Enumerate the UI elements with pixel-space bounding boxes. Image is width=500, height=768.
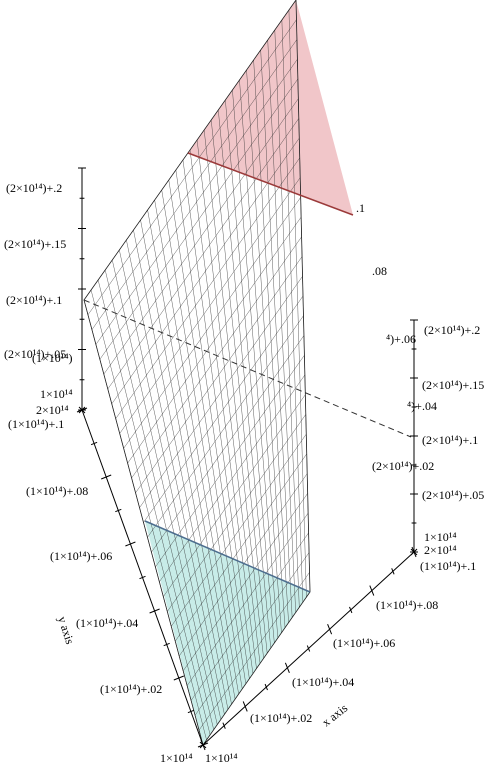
mesh-line-v bbox=[87, 19, 297, 315]
mesh-line-v bbox=[131, 236, 302, 479]
contour-lines bbox=[83, 152, 412, 593]
plane-outline bbox=[83, 0, 311, 746]
y-axis-tick bbox=[115, 508, 122, 513]
z-right-tick-label: 2×10¹⁴ bbox=[424, 543, 457, 557]
region-high-fill bbox=[188, 0, 353, 215]
region-low-fill bbox=[145, 521, 310, 745]
y-axis-tick bbox=[187, 709, 195, 714]
axis-origin-marker bbox=[199, 741, 207, 749]
mesh-line-v bbox=[95, 59, 298, 345]
plane-edge-label: ⁴)+.04 bbox=[407, 399, 437, 413]
y-axis-title: y axis bbox=[55, 615, 77, 647]
contour-line-mid bbox=[83, 299, 412, 438]
contour-line-high bbox=[187, 152, 354, 216]
z-right-tick-label: 1×10¹⁴ bbox=[424, 530, 457, 544]
plane-edge-label: (1×10¹⁴) bbox=[32, 351, 73, 365]
mesh-line-v bbox=[135, 256, 303, 493]
surface-region-fills bbox=[145, 0, 353, 745]
x-tick-label: (1×10¹⁴)+.06 bbox=[333, 636, 395, 650]
z-right-tick-label: (2×10¹⁴)+.05 bbox=[422, 488, 484, 502]
x-tick-label: 1×10¹⁴ bbox=[160, 751, 193, 765]
y-tick-label: (1×10¹⁴)+.08 bbox=[26, 484, 88, 498]
x-axis-tick bbox=[284, 662, 290, 673]
mesh-line-u bbox=[267, 39, 296, 613]
x-axis-tick bbox=[327, 624, 333, 635]
plane-edge-label: .08 bbox=[372, 264, 387, 278]
x-axis-tick bbox=[391, 568, 395, 575]
axis-origin-marker bbox=[410, 548, 418, 556]
x-axis-tick bbox=[306, 645, 311, 652]
surface-mesh bbox=[83, 0, 311, 746]
y-tick-label: (1×10¹⁴)+.02 bbox=[100, 682, 162, 696]
mesh-line-u bbox=[274, 29, 300, 608]
contour-line-low bbox=[144, 520, 311, 593]
y-tick-label: (1×10¹⁴)+.1 bbox=[8, 417, 64, 431]
z-left-tick-label: (2×10¹⁴)+.2 bbox=[6, 181, 62, 195]
y-axis-tick bbox=[139, 575, 146, 580]
mesh-line-v bbox=[119, 177, 301, 434]
z-left-tick-label: (2×10¹⁴)+.1 bbox=[6, 293, 62, 307]
tick-labels: 1×10¹⁴ (1×10¹⁴)+.02 (1×10¹⁴)+.04 (1×10¹⁴… bbox=[4, 181, 484, 765]
z-left-tick-label: (2×10¹⁴)+.15 bbox=[4, 237, 66, 251]
mesh-line-v bbox=[111, 137, 300, 404]
mesh-line-v bbox=[139, 276, 303, 508]
x-axis-tick bbox=[242, 701, 248, 712]
z-left-tick-label: 2×10¹⁴ bbox=[36, 403, 69, 417]
z-right-tick-label: (2×10¹⁴)+.1 bbox=[422, 433, 478, 447]
mesh-line-v bbox=[99, 78, 299, 360]
mesh-line-v bbox=[127, 216, 302, 464]
x-axis-title: x axis bbox=[319, 701, 350, 730]
x-axis-tick bbox=[222, 722, 226, 729]
mesh-line-v bbox=[115, 157, 300, 419]
x-axis-tick bbox=[264, 683, 268, 691]
mesh-line-v bbox=[123, 197, 301, 449]
x-tick-label: (1×10¹⁴)+.1 bbox=[420, 559, 476, 573]
x-axis-tick bbox=[369, 585, 375, 596]
mesh-line-u bbox=[281, 19, 304, 603]
axis-origin-marker bbox=[78, 406, 86, 414]
z-left-tick-label: (2×10¹⁴)+.05 bbox=[4, 347, 66, 361]
y-axis-tick bbox=[163, 642, 170, 647]
tick-marks bbox=[76, 167, 418, 751]
y-tick-label: 1×10¹⁴ bbox=[205, 751, 238, 765]
y-tick-label: (1×10¹⁴)+.04 bbox=[76, 616, 138, 630]
x-tick-label: (1×10¹⁴)+.08 bbox=[376, 598, 438, 612]
z-right-tick-label: (2×10¹⁴)+.2 bbox=[424, 323, 480, 337]
y-axis-tick bbox=[125, 541, 136, 547]
mesh-line-v bbox=[103, 98, 299, 375]
y-axis-tick bbox=[101, 474, 112, 480]
z-left-tick-label: 1×10¹⁴ bbox=[40, 387, 73, 401]
x-axis-tick bbox=[349, 606, 353, 614]
y-axis-tick bbox=[149, 608, 160, 614]
y-axis-tick bbox=[173, 675, 184, 681]
mesh-line-u bbox=[288, 9, 307, 598]
plane-edge-label: (2×10¹⁴)+.02 bbox=[372, 459, 434, 473]
mesh-line-v bbox=[91, 39, 298, 330]
x-tick-label: (1×10¹⁴)+.04 bbox=[292, 675, 354, 689]
y-axis-tick bbox=[90, 441, 98, 446]
plane-edge-label: .1 bbox=[356, 201, 365, 215]
x-tick-label: (1×10¹⁴)+.02 bbox=[250, 711, 312, 725]
plane-edge-label: ⁴)+.06 bbox=[386, 332, 416, 346]
y-tick-label: (1×10¹⁴)+.06 bbox=[50, 549, 112, 563]
z-right-tick-label: (2×10¹⁴)+.15 bbox=[422, 378, 484, 392]
mesh-line-v bbox=[143, 295, 304, 523]
